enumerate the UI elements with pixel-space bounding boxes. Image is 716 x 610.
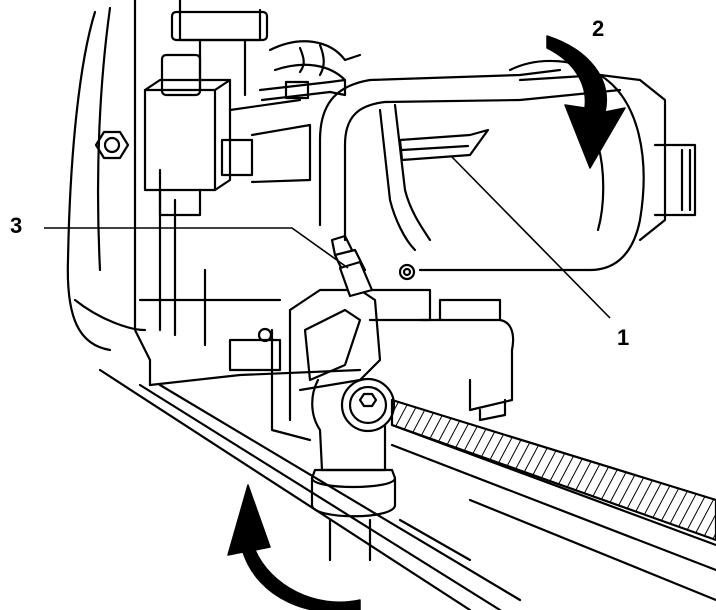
hydraulic-hose — [258, 40, 362, 102]
hex-bolt-left — [94, 130, 130, 160]
clamp-slot — [398, 128, 490, 162]
rotation-arrow-up — [227, 484, 361, 610]
curved-lever-arm — [318, 68, 562, 252]
leader-line-1 — [451, 156, 611, 319]
leader-line-3 — [44, 227, 349, 269]
callout-label-3: 3 — [10, 213, 22, 238]
gear-housing — [228, 263, 515, 422]
gear-rack — [390, 398, 716, 602]
valve-block — [143, 53, 312, 217]
guide-rail — [98, 368, 522, 610]
clamp-bracket — [270, 234, 397, 562]
rotation-arrow-down — [546, 35, 626, 169]
callout-label-2: 2 — [592, 16, 604, 41]
leader-lines — [44, 156, 611, 319]
machine-housing — [66, 0, 362, 387]
callout-label-1: 1 — [617, 325, 629, 350]
